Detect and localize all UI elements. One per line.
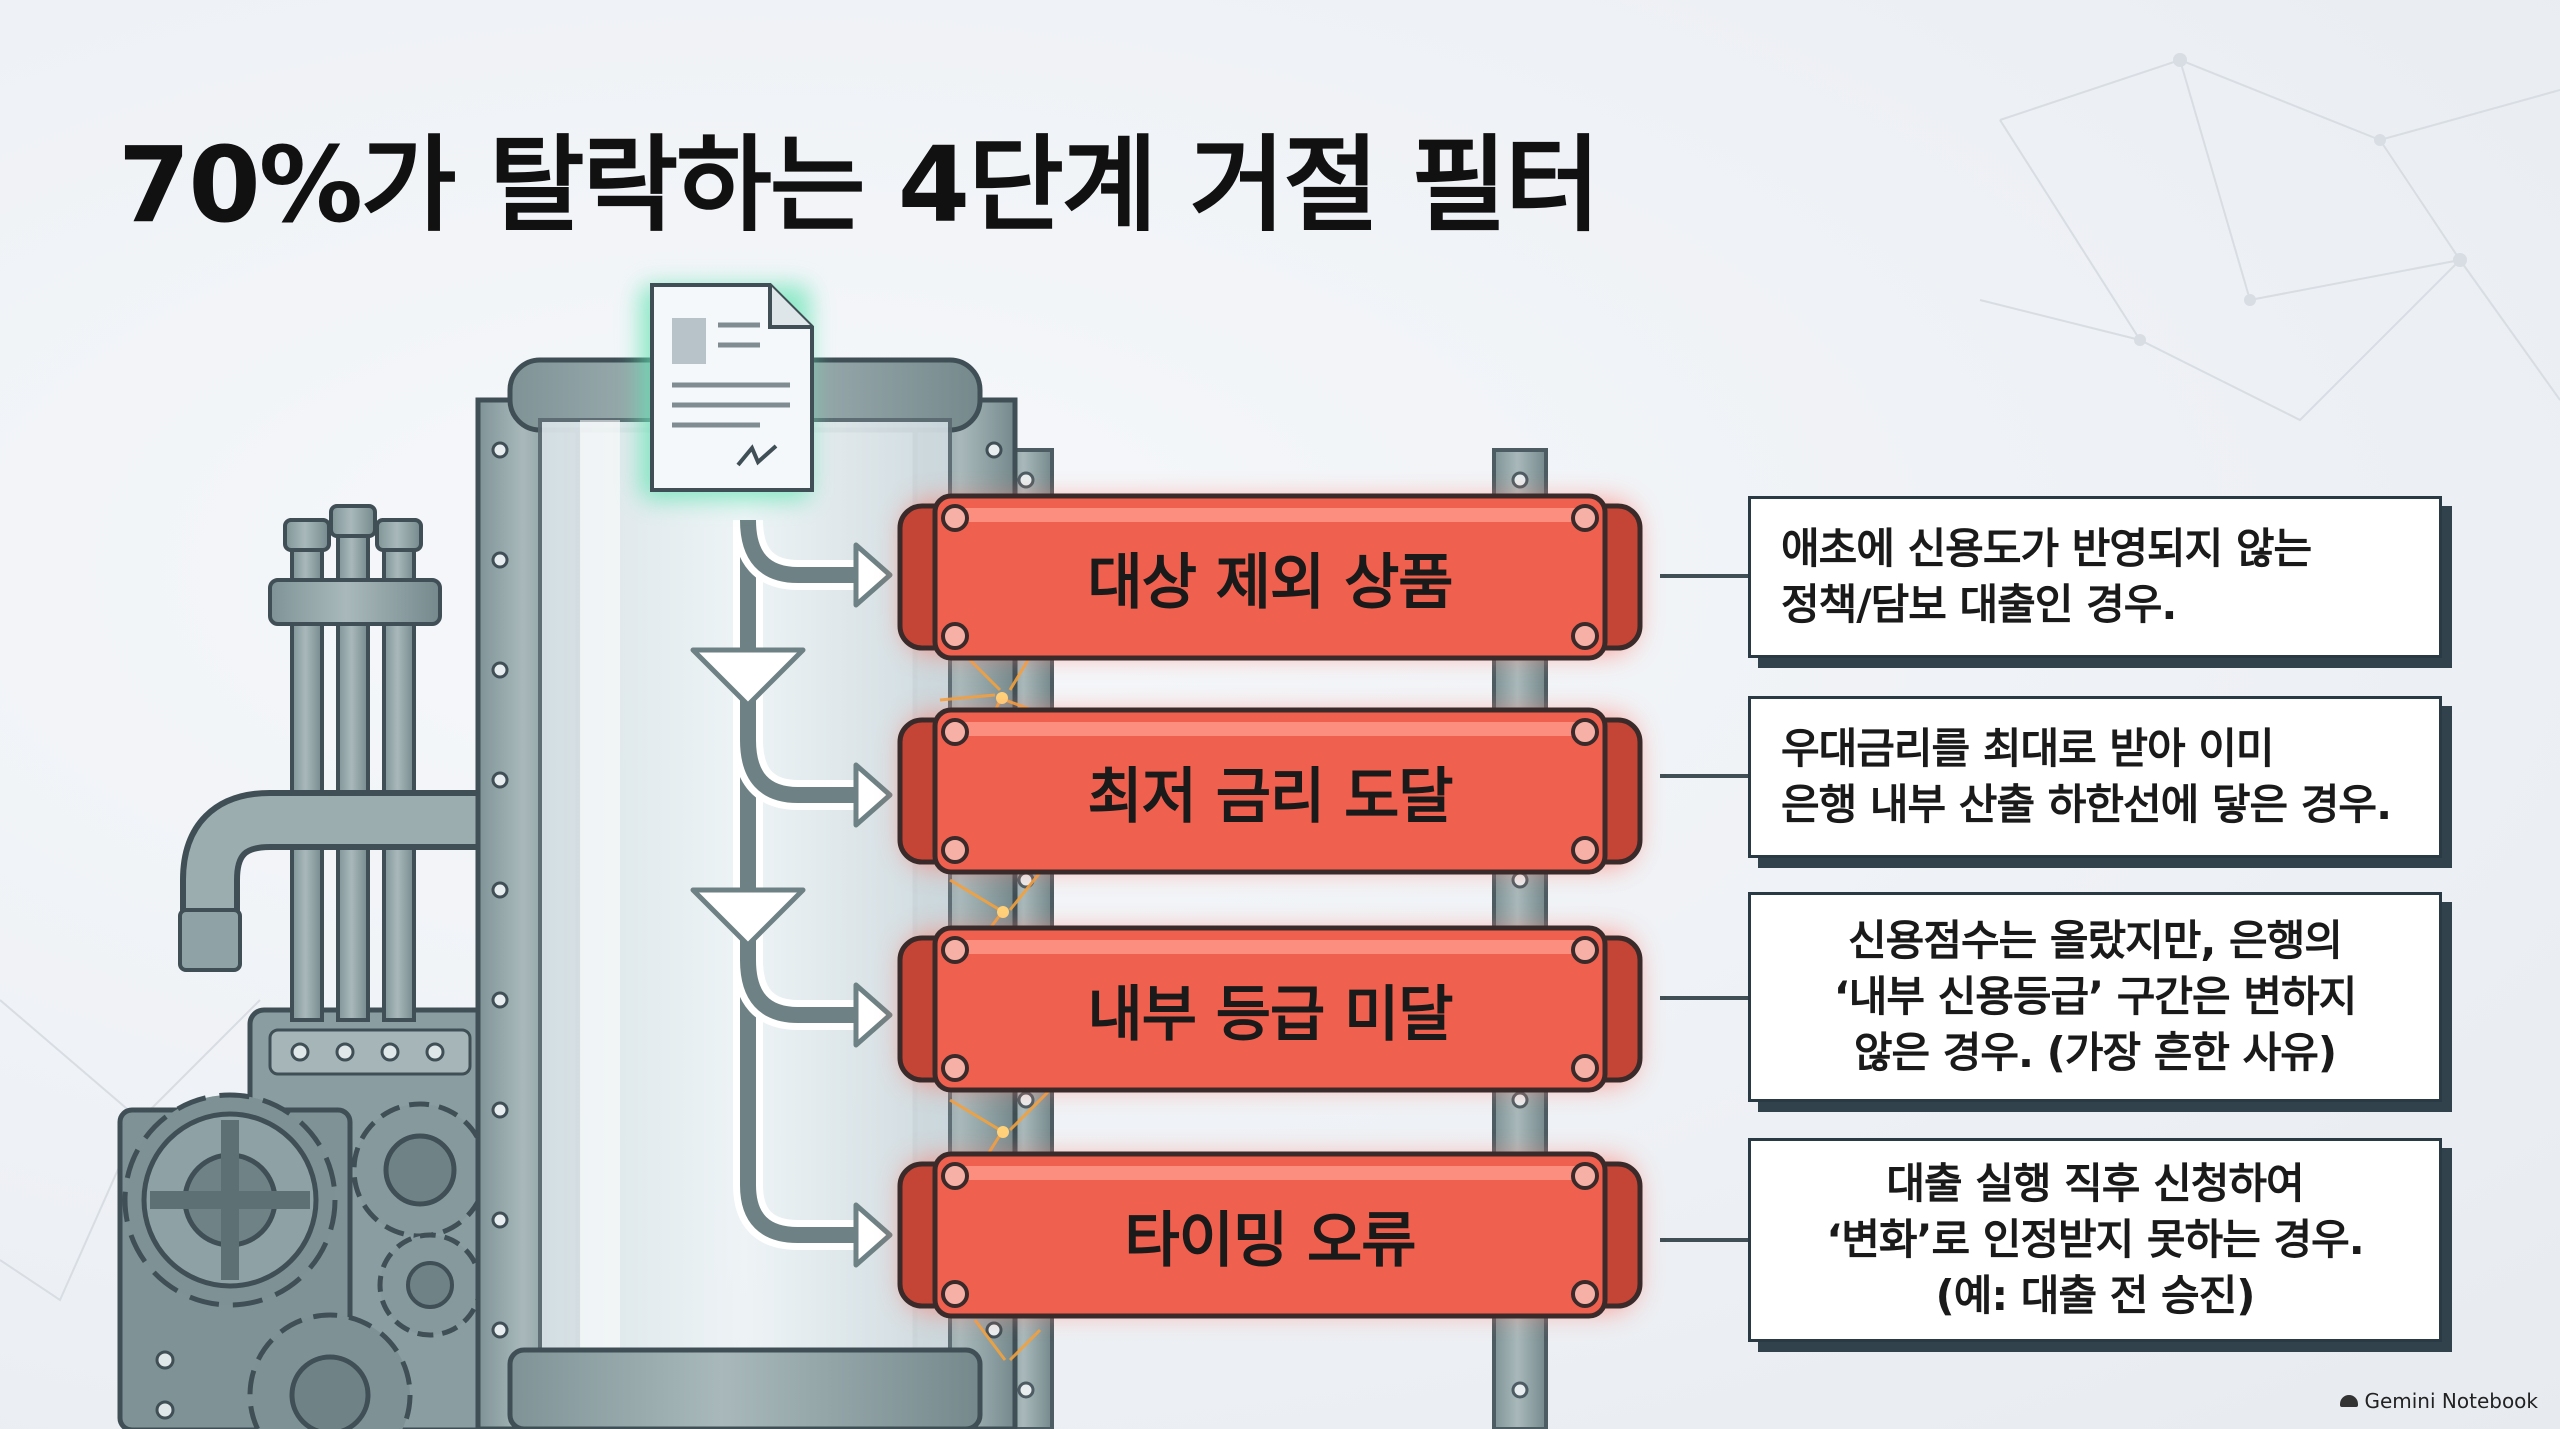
flow-arrows [733, 519, 860, 1250]
brand-text: Gemini Notebook [2364, 1389, 2538, 1413]
filter-bar-3: 내부 등급 미달 [900, 924, 1640, 1094]
filter-label: 내부 등급 미달 [1087, 979, 1454, 1050]
filter-bar-2: 최저 금리 도달 [900, 706, 1640, 876]
brand-icon [2340, 1395, 2359, 1407]
background-network [0, 58, 2560, 1302]
document-icon [640, 283, 814, 500]
gear-icon [377, 1232, 483, 1338]
gear-icon [247, 1312, 413, 1429]
filter-description-4: 대출 실행 직후 신청하여 ‘변화’로 인정받지 못하는 경우. (예: 대출 … [1748, 1138, 2442, 1342]
connector-lines [1660, 574, 1748, 1242]
brand-watermark: Gemini Notebook [2340, 1389, 2538, 1413]
filter-bar-shape [897, 925, 1643, 1093]
filter-description-2: 우대금리를 최대로 받아 이미 은행 내부 산출 하한선에 닿은 경우. [1748, 696, 2442, 858]
description-text: 대출 실행 직후 신청하여 ‘변화’로 인정받지 못하는 경우. (예: 대출 … [1826, 1159, 2364, 1320]
filter-label: 최저 금리 도달 [1087, 761, 1454, 832]
gear-icon [351, 1101, 489, 1239]
filter-bar-shape [897, 1151, 1643, 1319]
filter-bar-shape [897, 493, 1643, 661]
description-text: 신용점수는 올랐지만, 은행의 ‘내부 신용등급’ 구간은 변하지 않은 경우.… [1833, 916, 2357, 1077]
filter-bar-1: 대상 제외 상품 [900, 492, 1640, 662]
filter-description-3: 신용점수는 올랐지만, 은행의 ‘내부 신용등급’ 구간은 변하지 않은 경우.… [1748, 892, 2442, 1102]
filter-bar-shape [897, 707, 1643, 875]
filter-description-1: 애초에 신용도가 반영되지 않는 정책/담보 대출인 경우. [1748, 496, 2442, 658]
filter-label: 타이밍 오류 [1124, 1205, 1417, 1276]
description-text: 우대금리를 최대로 받아 이미 은행 내부 산출 하한선에 닿은 경우. [1781, 724, 2392, 829]
filter-label: 대상 제외 상품 [1087, 547, 1454, 618]
filter-bars [897, 493, 1643, 1319]
description-text: 애초에 신용도가 반영되지 않는 정책/담보 대출인 경우. [1781, 524, 2312, 629]
page-title: 70%가 탈락하는 4단계 거절 필터 [118, 124, 1601, 246]
gear-icon [122, 1092, 338, 1308]
machine-base [117, 504, 493, 1429]
filter-bar-4: 타이밍 오류 [900, 1150, 1640, 1320]
